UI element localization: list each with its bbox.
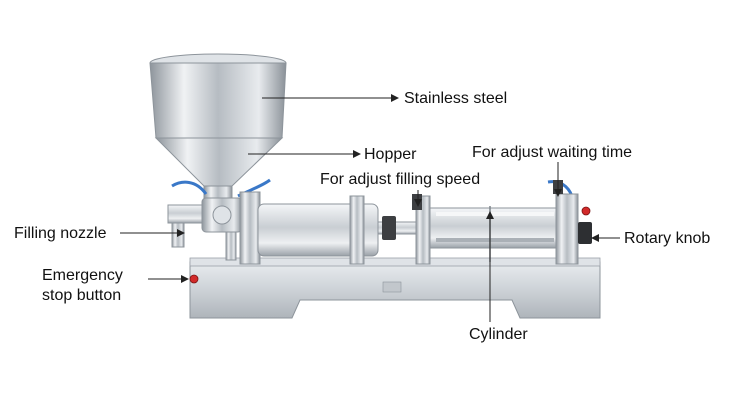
label-filling-speed: For adjust filling speed <box>320 171 481 188</box>
label-waiting-time: For adjust waiting time <box>472 144 633 161</box>
label-emergency-line2: stop button <box>42 287 122 304</box>
label-emergency-stop: Emergency stop button <box>42 266 123 306</box>
hopper <box>149 53 287 201</box>
front-support-plate <box>239 191 261 265</box>
rotary-knob <box>578 206 592 244</box>
label-stainless-steel: Stainless steel <box>404 90 508 107</box>
label-emergency-line1: Emergency <box>42 267 123 284</box>
label-filling-nozzle: Filling nozzle <box>14 225 107 242</box>
valve-block <box>167 197 243 261</box>
speed-valve <box>412 194 422 210</box>
middle-support <box>349 195 365 265</box>
pneumatic-cylinder <box>415 193 579 265</box>
rod-coupling <box>382 216 396 240</box>
machine-base <box>189 257 601 319</box>
emergency-stop-button <box>189 274 199 284</box>
annotation-arrows <box>120 94 620 322</box>
label-hopper: Hopper <box>364 146 417 163</box>
label-rotary-knob: Rotary knob <box>624 230 711 247</box>
label-cylinder: Cylinder <box>469 326 528 343</box>
